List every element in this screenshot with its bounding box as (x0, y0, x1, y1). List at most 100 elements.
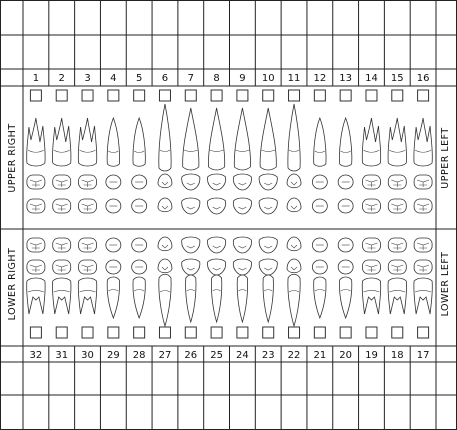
upper-tooth-checkbox[interactable] (30, 90, 41, 101)
lower-tooth-number: 24 (236, 350, 249, 361)
upper-buccal-canine (287, 174, 301, 188)
lower-tooth-number: 21 (313, 350, 326, 361)
lower-buccal-incisor (207, 259, 225, 275)
upper-tooth-checkbox[interactable] (108, 90, 119, 101)
lower-tooth-checkbox[interactable] (263, 327, 274, 338)
upper-occlusal-incisor (207, 198, 225, 214)
lower-tooth-checkbox[interactable] (108, 327, 119, 338)
upper-tooth-checkbox[interactable] (134, 90, 145, 101)
molar-side-view (414, 118, 433, 166)
lower-tooth (338, 238, 353, 318)
lower-tooth (287, 237, 301, 326)
upper-tooth (362, 118, 381, 213)
lower-buccal-incisor (182, 259, 200, 275)
upper-tooth (52, 118, 71, 213)
lower-tooth-checkbox[interactable] (185, 327, 196, 338)
lower-occlusal-incisor (182, 237, 200, 253)
lower-tooth-checkbox[interactable] (340, 327, 351, 338)
upper-occlusal-incisor (233, 198, 251, 214)
incisor-side-view (234, 108, 250, 170)
lower-buccal-incisor (259, 259, 277, 275)
lower-tooth (182, 237, 200, 322)
lower-buccal-canine (158, 259, 172, 273)
tooth-checkboxes (30, 90, 428, 338)
lower-tooth (207, 237, 225, 322)
lower-tooth-checkbox[interactable] (56, 327, 67, 338)
upper-tooth-checkbox[interactable] (159, 90, 170, 101)
upper-buccal-incisor (207, 174, 225, 190)
upper-tooth (132, 118, 147, 213)
lower-tooth-checkbox[interactable] (211, 327, 222, 338)
lower-tooth-number: 18 (391, 350, 404, 361)
lower-occlusal-incisor (233, 237, 251, 253)
lower-tooth-number: 32 (30, 350, 43, 361)
lower-occlusal-canine (287, 237, 301, 251)
lower-tooth-number: 20 (339, 350, 352, 361)
upper-tooth-checkbox[interactable] (82, 90, 93, 101)
lower-tooth-checkbox[interactable] (289, 327, 300, 338)
upper-tooth-number: 15 (391, 73, 404, 84)
incisor-side-view (211, 275, 221, 322)
upper-tooth-checkbox[interactable] (418, 90, 429, 101)
upper-tooth-number: 13 (339, 73, 352, 84)
lower-tooth-checkbox[interactable] (314, 327, 325, 338)
premolar-side-view (133, 118, 145, 166)
premolar-side-view (107, 118, 119, 166)
lower-tooth (78, 238, 97, 314)
upper-tooth-checkbox[interactable] (56, 90, 67, 101)
lower-tooth-checkbox[interactable] (366, 327, 377, 338)
upper-tooth-checkbox[interactable] (392, 90, 403, 101)
incisor-side-view (263, 275, 273, 322)
lower-tooth (52, 238, 71, 314)
lower-tooth (362, 238, 381, 314)
upper-left-label: UPPER LEFT (440, 127, 451, 188)
lower-left-label: LOWER LEFT (440, 252, 451, 317)
upper-buccal-canine (158, 174, 172, 188)
lower-tooth (414, 238, 433, 314)
upper-tooth-number: 12 (313, 73, 326, 84)
upper-tooth-number: 1 (33, 73, 39, 84)
upper-occlusal-incisor (259, 198, 277, 214)
lower-tooth-checkbox[interactable] (392, 327, 403, 338)
upper-tooth (414, 118, 433, 213)
upper-tooth-checkbox[interactable] (289, 90, 300, 101)
upper-tooth-checkbox[interactable] (211, 90, 222, 101)
incisor-side-view (260, 108, 276, 170)
molar-side-view (27, 118, 46, 166)
lower-tooth-checkbox[interactable] (418, 327, 429, 338)
lower-tooth (233, 237, 251, 322)
upper-tooth-number: 5 (136, 73, 142, 84)
upper-tooth-number: 3 (84, 73, 90, 84)
molar-side-view (414, 278, 433, 314)
premolar-side-view (107, 277, 119, 318)
lower-tooth (158, 237, 172, 326)
upper-tooth-checkbox[interactable] (314, 90, 325, 101)
upper-tooth-checkbox[interactable] (366, 90, 377, 101)
lower-tooth-checkbox[interactable] (237, 327, 248, 338)
upper-tooth-number: 9 (239, 73, 245, 84)
upper-tooth-checkbox[interactable] (185, 90, 196, 101)
upper-tooth-number: 11 (288, 73, 301, 84)
upper-occlusal-incisor (182, 198, 200, 214)
upper-tooth-checkbox[interactable] (237, 90, 248, 101)
incisor-side-view (237, 275, 247, 322)
upper-buccal-incisor (182, 174, 200, 190)
incisor-side-view (186, 275, 196, 322)
lower-tooth-checkbox[interactable] (30, 327, 41, 338)
lower-tooth-checkbox[interactable] (82, 327, 93, 338)
lower-tooth (106, 238, 121, 318)
lower-tooth-checkbox[interactable] (159, 327, 170, 338)
upper-tooth (158, 104, 172, 212)
lower-tooth (27, 238, 46, 314)
lower-occlusal-incisor (207, 237, 225, 253)
upper-tooth-number: 8 (213, 73, 219, 84)
upper-tooth-checkbox[interactable] (340, 90, 351, 101)
molar-side-view (388, 118, 407, 166)
premolar-side-view (339, 118, 351, 166)
upper-buccal-incisor (259, 174, 277, 190)
upper-occlusal-canine (287, 198, 301, 212)
upper-tooth-checkbox[interactable] (263, 90, 274, 101)
lower-tooth-checkbox[interactable] (134, 327, 145, 338)
